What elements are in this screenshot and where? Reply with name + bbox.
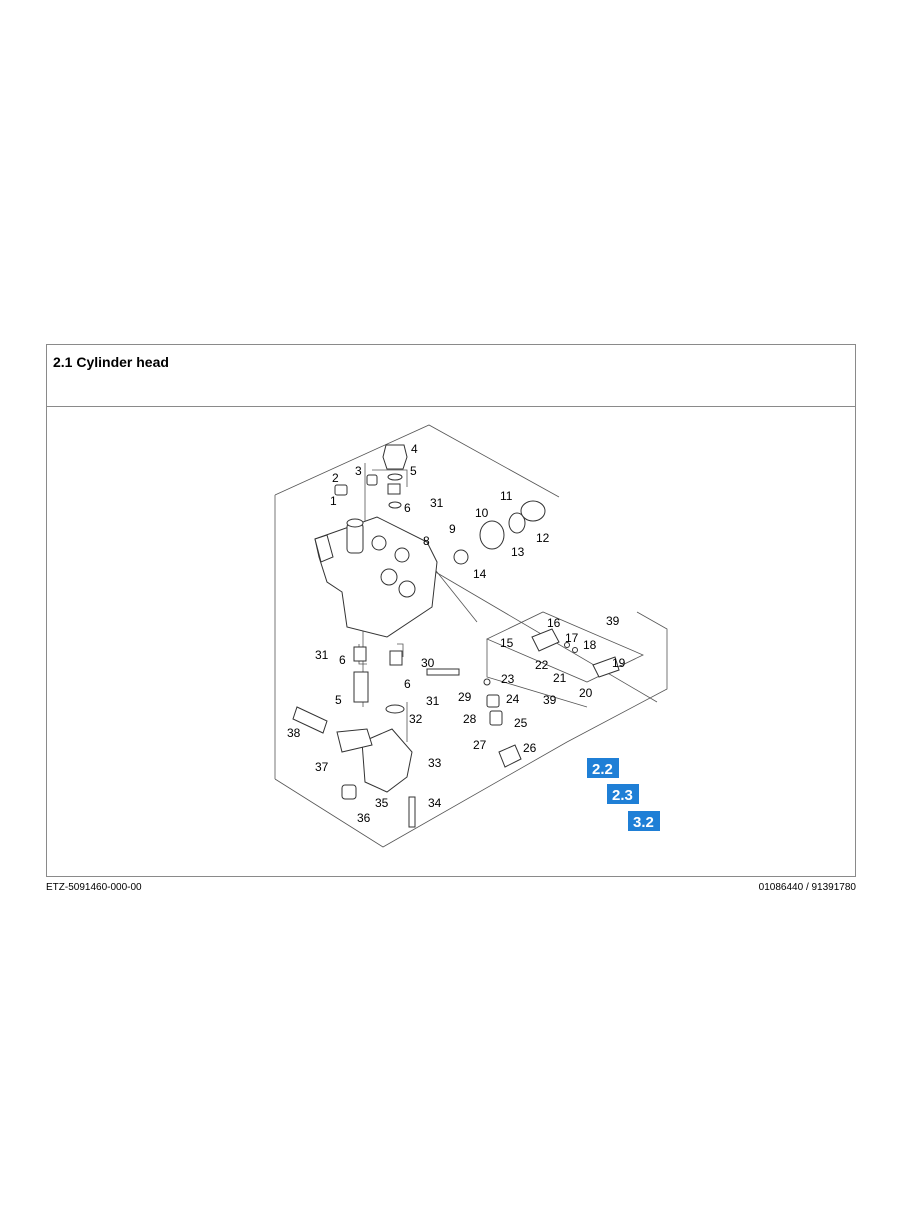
callout-37: 37 — [315, 760, 329, 774]
callout-32: 32 — [409, 712, 423, 726]
callout-2: 2 — [332, 471, 339, 485]
title-row: 2.1 Cylinder head — [47, 345, 855, 407]
callout-36: 36 — [357, 811, 371, 825]
callout-8: 8 — [423, 534, 430, 548]
callout-4: 4 — [411, 442, 418, 456]
part-number-codes: 01086440 / 91391780 — [758, 882, 856, 893]
callout-12: 12 — [536, 531, 550, 545]
callout-27: 27 — [473, 738, 487, 752]
callout-10: 10 — [475, 506, 489, 520]
callout-31-lower: 31 — [426, 694, 440, 708]
reference-badge-2-3[interactable]: 2.3 — [607, 784, 639, 804]
callout-18: 18 — [583, 638, 597, 652]
svg-text:2.3: 2.3 — [612, 787, 633, 804]
callout-5-lower: 5 — [335, 693, 342, 707]
exploded-parts-diagram: 2 1 3 4 5 6 31 8 9 10 11 12 13 14 15 16 … — [274, 424, 668, 848]
callout-15: 15 — [500, 636, 514, 650]
callout-labels: 2 1 3 4 5 6 31 8 9 10 11 12 13 14 15 16 … — [287, 442, 626, 825]
callout-38: 38 — [287, 726, 301, 740]
callout-31-mid: 31 — [315, 648, 329, 662]
callout-1: 1 — [330, 494, 337, 508]
callout-23: 23 — [501, 672, 515, 686]
callout-26: 26 — [523, 741, 537, 755]
callout-14: 14 — [473, 567, 487, 581]
callout-16: 16 — [547, 616, 561, 630]
callout-39-top: 39 — [606, 614, 620, 628]
section-title: 2.1 Cylinder head — [53, 354, 169, 370]
callout-6-top: 6 — [404, 501, 411, 515]
callout-11: 11 — [500, 489, 513, 503]
callout-6-lower: 6 — [404, 677, 411, 691]
callout-20: 20 — [579, 686, 593, 700]
callout-9: 9 — [449, 522, 456, 536]
callout-28: 28 — [463, 712, 477, 726]
callout-6-mid: 6 — [339, 653, 346, 667]
diagram-artwork — [274, 424, 668, 848]
reference-badge-3-2[interactable]: 3.2 — [628, 811, 660, 831]
callout-3: 3 — [355, 464, 362, 478]
callout-39-bottom: 39 — [543, 693, 557, 707]
callout-33: 33 — [428, 756, 442, 770]
callout-19: 19 — [612, 656, 626, 670]
callout-29: 29 — [458, 690, 472, 704]
callout-24: 24 — [506, 692, 520, 706]
callout-31-top: 31 — [430, 496, 444, 510]
section-frame: 2.1 Cylinder head — [46, 344, 856, 877]
callout-30: 30 — [421, 656, 435, 670]
reference-badge-2-2[interactable]: 2.2 — [587, 758, 619, 778]
callout-5-top: 5 — [410, 464, 417, 478]
callout-22: 22 — [535, 658, 549, 672]
callout-34: 34 — [428, 796, 442, 810]
callout-13: 13 — [511, 545, 525, 559]
parts-artwork — [292, 444, 620, 828]
document-code: ETZ-5091460-000-00 — [46, 882, 142, 893]
callout-17: 17 — [565, 631, 579, 645]
svg-text:2.2: 2.2 — [592, 761, 613, 778]
callout-35: 35 — [375, 796, 389, 810]
callout-21: 21 — [553, 671, 567, 685]
svg-text:3.2: 3.2 — [633, 814, 654, 831]
callout-25: 25 — [514, 716, 528, 730]
